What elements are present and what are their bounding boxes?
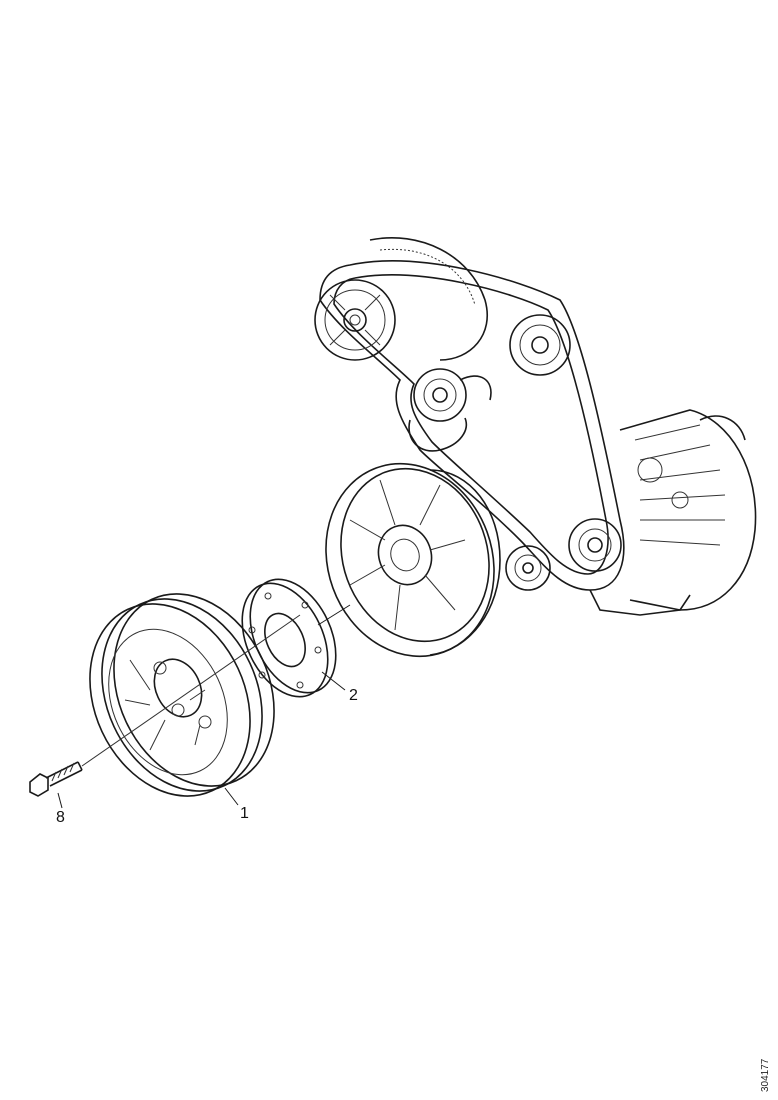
tensioner-pulley [408,368,492,452]
vibration-damper-pulley [89,593,275,797]
idler-pulley-upper [509,314,571,376]
alternator-pulley [568,518,622,572]
crankshaft-hub-pulley [325,462,501,658]
figure-number: 304177 [760,1058,771,1092]
callout-8: 8 [56,809,65,826]
alternator [589,409,757,616]
spacer-ring [241,578,337,698]
leader-lines [57,604,351,809]
pulley-bolt [29,614,301,797]
upper-pulley [314,237,488,361]
drive-belt [319,260,625,591]
idler-pulley-lower [505,545,551,591]
callout-2: 2 [349,687,358,704]
callout-1: 1 [240,805,249,822]
